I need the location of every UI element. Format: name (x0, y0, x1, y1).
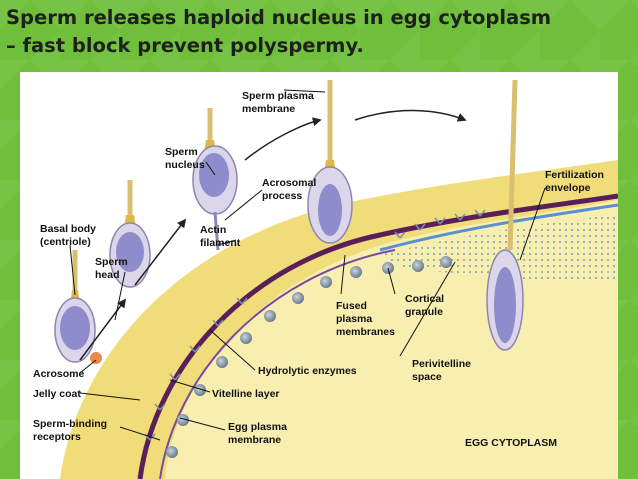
label-sperm-plasma-membrane-1: Sperm plasma (242, 90, 314, 102)
slide-title: Sperm releases haploid nucleus in egg cy… (6, 4, 632, 60)
label-jelly-coat: Jelly coat (33, 388, 81, 400)
label-sperm-nucleus-2: nucleus (165, 159, 205, 171)
slide-title-line-1: Sperm releases haploid nucleus in egg cy… (6, 6, 552, 29)
sperm-binding-receptors (144, 209, 486, 441)
label-sperm-binding-1: Sperm-binding (33, 418, 107, 430)
label-cortical-granule-2: granule (405, 306, 443, 318)
egg-plasma-membrane-line (159, 249, 396, 479)
label-fertilization-envelope-2: envelope (545, 182, 591, 194)
motion-arrows (79, 109, 467, 361)
label-fused-membranes-1: Fused (336, 300, 367, 312)
cortical-granules (166, 256, 452, 458)
label-actin-filament-2: filament (200, 237, 241, 249)
label-acrosomal-process-2: process (262, 190, 302, 202)
label-sperm-nucleus-1: Sperm (165, 146, 198, 158)
label-fused-membranes-3: membranes (336, 326, 395, 338)
label-egg-plasma-membrane-2: membrane (228, 434, 281, 446)
label-cortical-granule-1: Cortical (405, 293, 444, 305)
label-actin-filament-1: Actin (200, 224, 226, 236)
label-sperm-plasma-membrane-2: membrane (242, 103, 295, 115)
sperm-stage-3 (192, 108, 238, 251)
label-fused-membranes-2: plasma (336, 313, 372, 325)
label-basal-body-2: (centriole) (40, 236, 91, 248)
label-vitelline-layer: Vitelline layer (212, 388, 280, 400)
label-sperm-binding-2: receptors (33, 431, 81, 443)
label-sperm-head-2: head (95, 269, 120, 281)
label-hydrolytic-enzymes: Hydrolytic enzymes (258, 365, 357, 377)
sperm-stage-1 (54, 250, 102, 364)
label-sperm-head-1: Sperm (95, 256, 128, 268)
slide-title-line-2: – fast block prevent polyspermy. (6, 34, 364, 57)
label-perivitelline-1: Perivitelline (412, 358, 471, 370)
label-egg-plasma-membrane-1: Egg plasma (228, 421, 287, 433)
label-basal-body-1: Basal body (40, 223, 96, 235)
label-fertilization-envelope-1: Fertilization (545, 169, 604, 181)
label-acrosome: Acrosome (33, 368, 85, 380)
diagram-labels: Sperm plasma membrane Sperm nucleus Acro… (33, 90, 604, 449)
label-egg-cytoplasm: EGG CYTOPLASM (465, 437, 557, 449)
label-leader-lines (69, 89, 546, 441)
vitelline-layer-line (137, 193, 618, 479)
label-acrosomal-process-1: Acrosomal (262, 177, 316, 189)
sperm-stage-5 (486, 79, 524, 351)
label-perivitelline-2: space (412, 371, 442, 383)
sperm-stage-2 (109, 180, 151, 288)
perivitelline-dots (380, 214, 618, 282)
sperm-stage-4 (307, 80, 353, 244)
